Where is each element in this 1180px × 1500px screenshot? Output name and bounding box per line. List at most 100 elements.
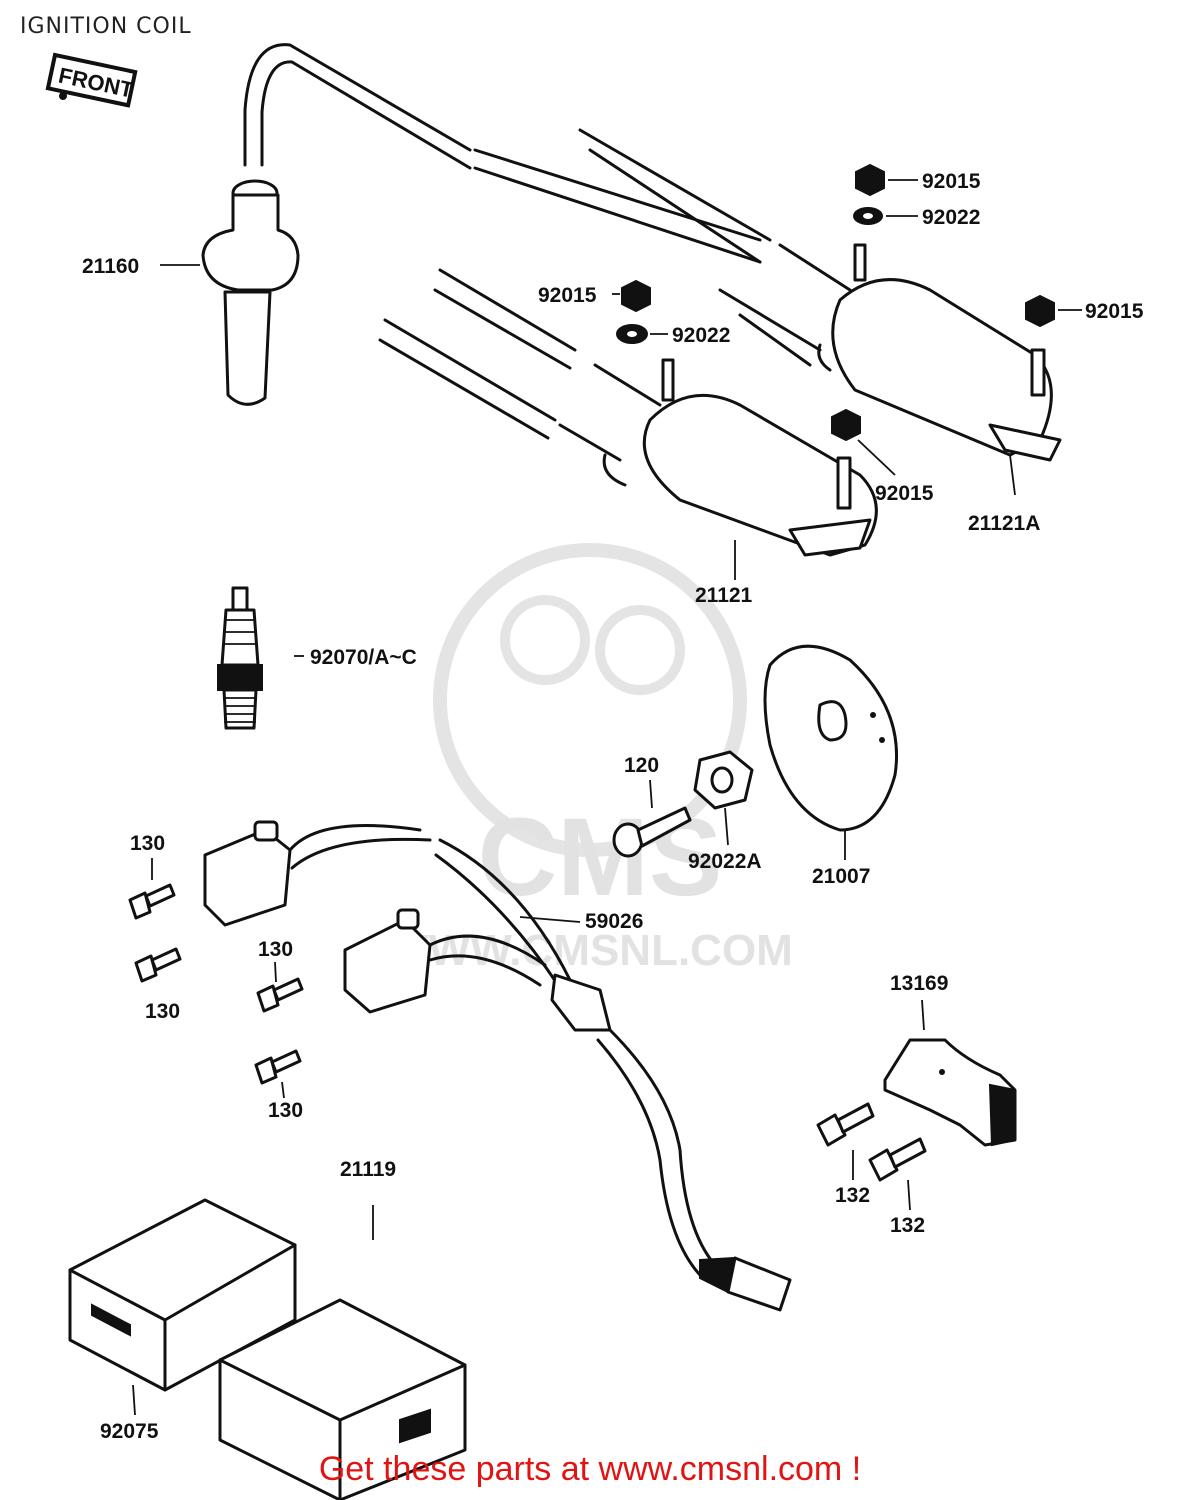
hv-lead-a1 (578, 128, 772, 264)
label-92015-d: 92015 (875, 482, 934, 505)
watermark-mascot (433, 543, 747, 857)
screw-130-c (256, 961, 304, 1013)
coil-a-stud-right (1030, 348, 1046, 397)
bracket-hole (939, 1069, 945, 1075)
coil-a-bracket (988, 423, 1062, 462)
leader-92015-d (857, 439, 896, 476)
label-92015-b: 92015 (538, 284, 597, 307)
front-arrow-dot (59, 92, 67, 100)
front-indicator: FRONT (45, 52, 138, 108)
igniter-box-b-tab (399, 1408, 431, 1444)
label-120: 120 (624, 754, 659, 777)
nut-92015-b (612, 279, 651, 313)
nut-hole (710, 766, 734, 794)
screw-head (254, 1056, 278, 1085)
nut-icon (831, 408, 861, 442)
cap-body (201, 193, 300, 292)
bolt-shank (836, 1102, 875, 1134)
label-21119: 21119 (340, 1158, 396, 1181)
ignition-coil-21121A (578, 128, 1062, 496)
label-21121: 21121 (695, 584, 753, 607)
label-132-a: 132 (835, 1184, 870, 1207)
front-stamp-box (45, 52, 138, 108)
screw-shank (270, 1049, 302, 1074)
leader-130-c (274, 961, 277, 983)
hv-lead-b1 (433, 268, 577, 370)
label-92070: 92070/A~C (310, 646, 417, 669)
plug-ribs (224, 619, 256, 645)
nut-icon (621, 279, 651, 313)
bolt-132-a (816, 1102, 875, 1180)
coil-a-stud (853, 243, 867, 282)
nut-92015-c (1025, 294, 1082, 328)
label-92022A: 92022A (688, 850, 762, 873)
igniter-box-b-edges (218, 1358, 467, 1500)
screw-shank (150, 947, 182, 972)
hv-lead-a3 (718, 288, 822, 367)
label-92022-b: 92022 (672, 324, 730, 347)
igniter-box-a-edges (68, 1243, 297, 1392)
label-59026: 59026 (585, 910, 643, 933)
leader-59026 (519, 916, 581, 923)
label-92015-c: 92015 (1085, 300, 1144, 323)
igniter-box-a (68, 1198, 297, 1392)
plug-thread (222, 688, 258, 730)
hv-lead-b3 (558, 363, 662, 462)
footer-link[interactable]: Get these parts at www.cmsnl.com ! (318, 1450, 862, 1488)
cap-boot (223, 290, 272, 406)
bolt-132-b (868, 1137, 927, 1211)
screw-130-b (134, 947, 182, 983)
coil-a-body (831, 278, 1053, 457)
watermark-goggle-right (595, 605, 685, 695)
lead-to-coil-a (473, 148, 762, 264)
pickup-b-wire (428, 934, 547, 987)
pickup-a-wire (288, 824, 432, 870)
coil-b-stud (661, 358, 675, 402)
harness-end-plug (726, 1256, 792, 1312)
page-title: IGNITION COIL (20, 14, 192, 39)
screw-head (256, 984, 280, 1013)
screw-shank (272, 977, 304, 1002)
label-130-d: 130 (268, 1099, 303, 1122)
nut-icon (855, 163, 885, 197)
plug-lead-wire-inner (260, 60, 472, 170)
harness-connector (550, 973, 612, 1032)
screw-shank (144, 883, 176, 908)
bracket-13169 (883, 999, 1017, 1147)
coil-b-stud-right (836, 456, 852, 510)
leader-92075 (132, 1384, 136, 1416)
washer-92022-b (616, 324, 668, 344)
label-130-c: 130 (258, 938, 293, 961)
bracket-body (883, 1038, 1017, 1147)
leader-21121A (1009, 454, 1016, 496)
nut-92015-d (831, 408, 896, 476)
leader-92022A (724, 807, 729, 846)
label-21160: 21160 (82, 255, 139, 278)
washer-92022-a (853, 207, 918, 225)
watermark-goggle-left (500, 595, 590, 685)
plate-hole-b (879, 737, 885, 743)
ignition-coil-21121 (378, 268, 878, 580)
plug-hex (217, 664, 263, 691)
plug-thread-lines (224, 697, 256, 723)
watermark-url-text: WWW.CMSNL.COM (387, 926, 793, 975)
plate-hole-a (870, 712, 876, 718)
harness-wire (596, 1028, 717, 1277)
screw-head (134, 954, 158, 983)
igniter-units (68, 1198, 467, 1500)
label-130-b: 130 (145, 1000, 180, 1023)
screw-130-d (254, 1049, 302, 1099)
watermark: CMS WWW.CMSNL.COM (387, 543, 793, 975)
coil-b-thread (602, 453, 627, 487)
igniter-box-b (218, 1298, 467, 1500)
label-92015-a: 92015 (922, 170, 981, 193)
bolt-shank (888, 1137, 927, 1169)
nut-icon (1025, 294, 1055, 328)
timing-plate (763, 644, 899, 860)
spark-plug-cap (160, 43, 762, 406)
coil-b-bracket (788, 518, 872, 557)
spark-plug (217, 586, 304, 730)
pickup-coil-assembly (203, 820, 792, 1312)
screw-head (128, 891, 152, 920)
